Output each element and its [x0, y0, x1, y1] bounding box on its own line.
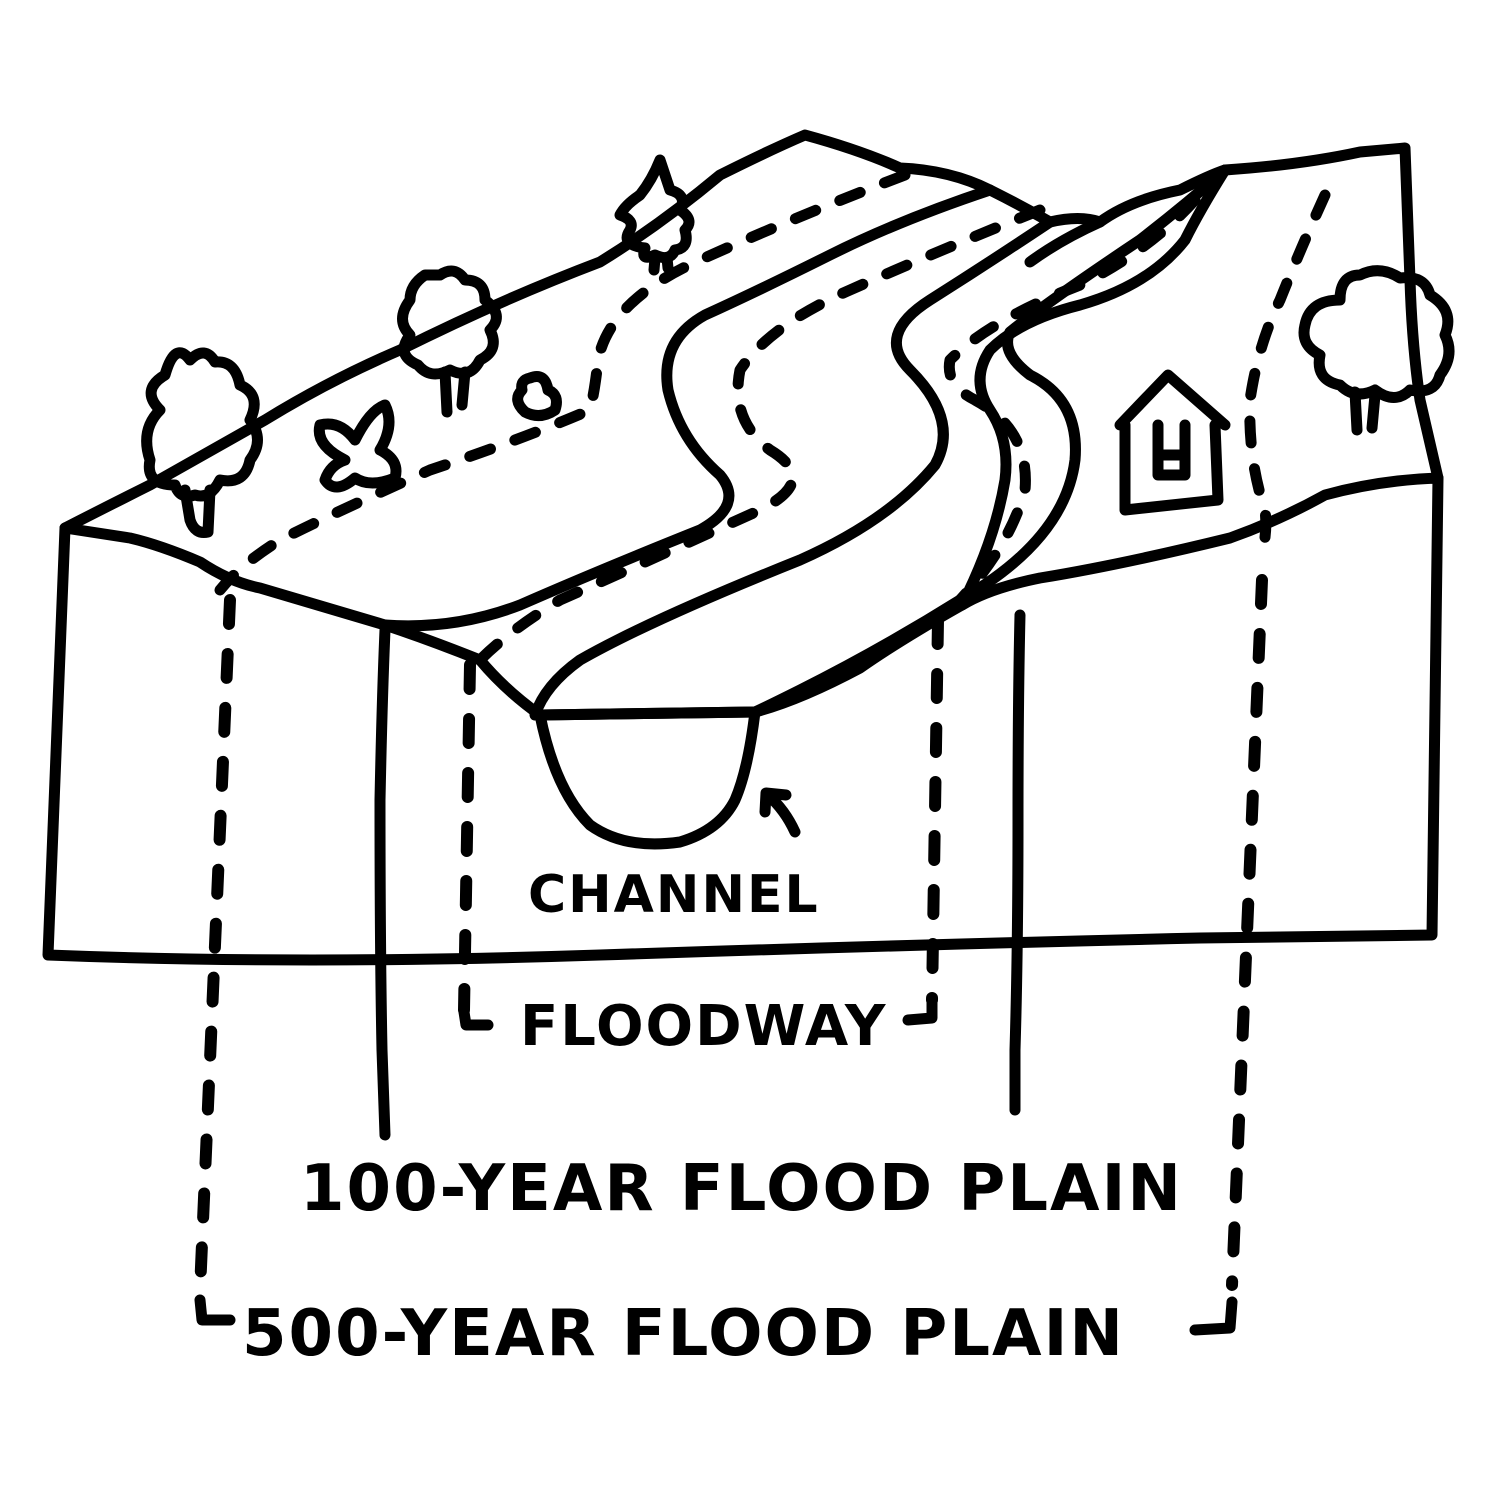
labels: CHANNEL FLOODWAY 100-YEAR FLOOD PLAIN 50… — [242, 865, 1183, 1371]
river-channel — [529, 164, 1231, 850]
terrain-block — [42, 129, 1444, 966]
zone-delimiters — [194, 574, 1268, 1336]
tree-icon — [141, 347, 263, 538]
bush-icon — [512, 371, 562, 421]
trees — [141, 154, 1455, 538]
floodplain500-bracket-left — [194, 1294, 236, 1326]
floodway-left-dashed-line — [458, 659, 476, 1016]
floodway-label: FLOODWAY — [520, 994, 887, 1059]
floodplain-500-label: 500-YEAR FLOOD PLAIN — [242, 1297, 1125, 1371]
channel-water-line — [534, 706, 761, 721]
floodplain100-right-line — [1009, 609, 1026, 1116]
house-icon — [1114, 369, 1231, 516]
floodway-dashed-left — [474, 204, 1046, 666]
channel-left-bank — [529, 216, 1056, 721]
pine-tree-icon — [614, 154, 695, 276]
bush-icon — [313, 399, 402, 493]
floodway-bracket-right — [902, 996, 938, 1026]
floodplain500-dashed-left — [214, 169, 911, 596]
channel-right-bank — [749, 164, 1231, 718]
floodplain500-left-dashed-line — [194, 594, 236, 1296]
channel-arrow — [759, 787, 801, 838]
floodplain500-bracket-right — [1189, 1296, 1238, 1336]
floodway-right-bank — [956, 164, 1231, 611]
surface-dashed-lines — [214, 169, 1331, 666]
front-face-outline — [42, 472, 1444, 966]
floodway-dashed-right — [943, 194, 1201, 606]
tree-icon — [397, 265, 502, 418]
floodplain100-left-line — [374, 624, 391, 1141]
tree-icon — [1298, 265, 1455, 436]
floodplain500-right-dashed-line — [1226, 574, 1268, 1291]
top-surface-outline — [59, 129, 1444, 534]
floodway-left-bank — [379, 184, 996, 632]
floodway-right-dashed-line — [926, 614, 944, 1006]
floodplain-100-label: 100-YEAR FLOOD PLAIN — [300, 1152, 1183, 1226]
channel-label: CHANNEL — [528, 865, 820, 925]
channel-cross-section — [534, 706, 761, 850]
floodway-far-edge — [1024, 216, 1106, 268]
floodplain500-dashed-right — [1244, 189, 1331, 566]
floodway-bracket-left — [458, 1006, 494, 1031]
floodway-boundary — [379, 164, 1231, 632]
